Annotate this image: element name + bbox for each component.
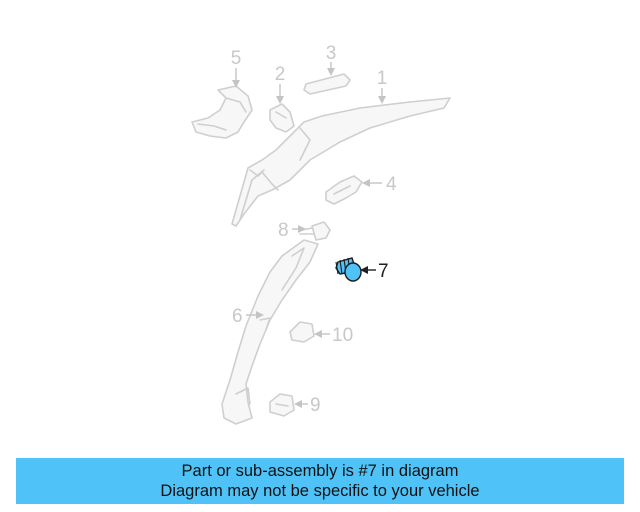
banner-line-part-number: Part or sub-assembly is #7 in diagram [181,462,459,480]
callout-9: 9 [310,395,321,416]
part-4-clip [325,175,363,205]
part-9-clip [269,393,295,417]
callout-5: 5 [231,48,242,69]
part-7-screw-highlighted[interactable] [335,257,362,282]
part-2-clip [269,103,295,133]
part-6-lower-pillar-trim [221,239,319,425]
callout-2: 2 [275,64,286,85]
part-8-bolt [299,221,331,241]
callout-1: 1 [377,68,388,89]
callout-4: 4 [386,174,397,195]
part-10-clip [289,321,315,343]
callout-8: 8 [278,220,289,241]
info-banner: Part or sub-assembly is #7 in diagram Di… [16,458,624,504]
callout-7[interactable]: 7 [378,261,389,282]
part-5-bracket [191,85,253,139]
part-1-upper-pillar-trim [231,97,451,227]
banner-line-disclaimer: Diagram may not be specific to your vehi… [160,482,480,500]
parts-diagram: 5 2 3 1 4 8 7 6 10 9 [191,43,451,425]
callout-6: 6 [232,306,243,327]
part-3-bar [303,73,351,95]
callout-leaders [232,62,386,408]
callout-3: 3 [326,43,337,64]
callout-10: 10 [332,325,353,346]
